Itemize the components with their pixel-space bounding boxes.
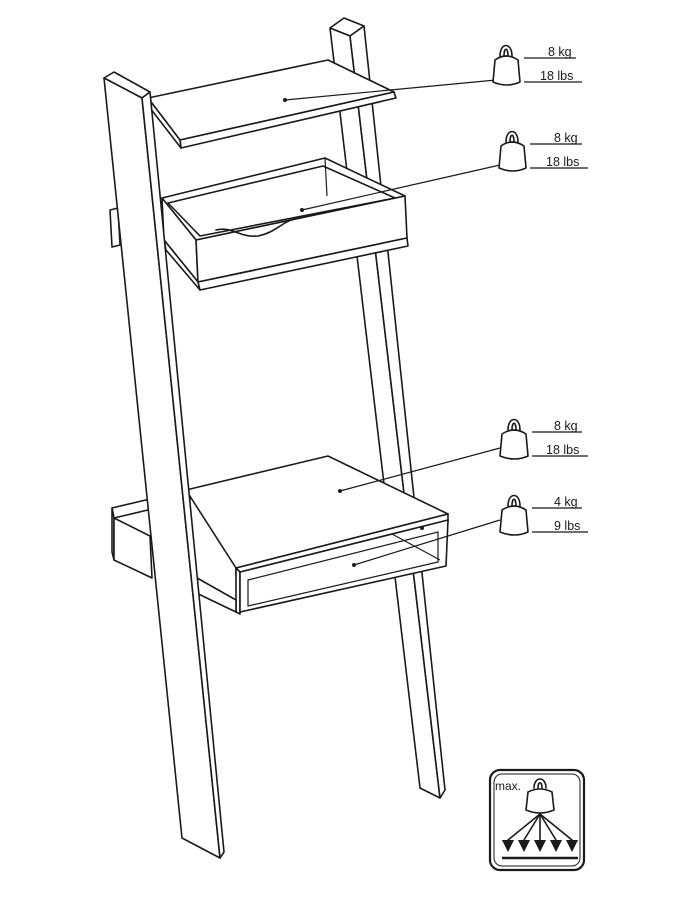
max-load-legend: max.	[488, 768, 586, 872]
weight-icon	[499, 418, 529, 460]
load-lbs-label: 9 lbs	[554, 519, 580, 533]
weight-icon	[525, 778, 555, 814]
load-rating-top-shelf: 8 kg 18 lbs	[492, 44, 582, 86]
right-ladder-rail	[329, 17, 446, 799]
load-lbs-label: 18 lbs	[546, 155, 579, 169]
weight-icon	[498, 130, 527, 172]
load-kg-label: 8 kg	[548, 45, 572, 59]
load-lbs-label: 18 lbs	[540, 69, 573, 83]
desktop-unit	[111, 455, 449, 615]
leader-lines	[284, 79, 501, 566]
load-rating-desktop: 8 kg 18 lbs	[499, 418, 588, 460]
left-ladder-rail	[103, 71, 225, 859]
load-rating-cubby: 4 kg 9 lbs	[499, 494, 588, 536]
load-kg-label: 8 kg	[554, 419, 578, 433]
max-label: max.	[495, 779, 521, 793]
top-shelf	[147, 59, 397, 149]
load-kg-label: 8 kg	[554, 131, 578, 145]
weight-icon	[492, 44, 521, 86]
load-kg-label: 4 kg	[554, 495, 578, 509]
downward-arrows-icon	[502, 813, 578, 860]
load-lbs-label: 18 lbs	[546, 443, 579, 457]
load-rating-drawer: 8 kg 18 lbs	[498, 130, 588, 172]
weight-icon	[499, 494, 529, 536]
drawer	[109, 157, 409, 291]
